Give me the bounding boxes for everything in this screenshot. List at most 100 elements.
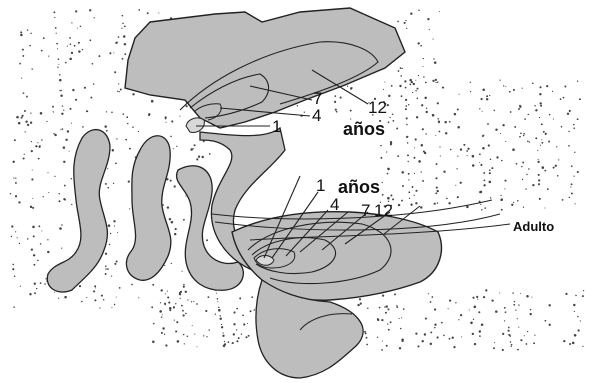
stipple-dot <box>69 37 71 39</box>
stipple-dot <box>382 295 384 297</box>
stipple-dot <box>432 80 434 82</box>
stipple-dot <box>185 195 186 196</box>
stipple-dot <box>105 253 107 255</box>
stipple-dot <box>526 174 527 175</box>
stipple-dot <box>387 104 389 106</box>
stipple-dot <box>60 94 62 96</box>
stipple-dot <box>396 305 397 306</box>
stipple-dot <box>99 307 100 308</box>
stipple-dot <box>505 86 506 87</box>
stipple-dot <box>528 168 530 170</box>
stipple-dot <box>32 207 34 209</box>
stipple-dot <box>454 113 457 116</box>
stipple-dot <box>127 123 128 124</box>
stipple-dot <box>489 95 490 96</box>
stipple-dot <box>479 330 481 332</box>
stipple-dot <box>29 293 31 295</box>
stipple-dot <box>109 244 110 245</box>
stipple-dot <box>414 147 415 148</box>
stipple-dot <box>147 12 149 14</box>
stipple-dot <box>571 165 573 167</box>
stipple-dot <box>165 122 166 123</box>
stipple-dot <box>407 142 408 143</box>
label-adulto: Adulto <box>513 219 554 234</box>
stipple-dot <box>575 203 576 204</box>
stipple-dot <box>494 110 496 112</box>
stipple-dot <box>241 334 242 335</box>
stipple-dot <box>179 116 180 117</box>
stipple-dot <box>175 228 177 230</box>
stipple-dot <box>410 13 412 15</box>
stipple-dot <box>10 193 12 195</box>
stipple-dot <box>562 199 564 201</box>
stipple-dot <box>434 308 436 310</box>
stipple-dot <box>183 219 185 221</box>
stipple-dot <box>386 151 387 152</box>
stipple-dot <box>187 336 189 338</box>
stipple-dot <box>54 292 55 293</box>
stipple-dot <box>565 293 567 295</box>
label-bottom-1: 1 <box>316 176 325 195</box>
stipple-dot <box>425 318 427 320</box>
stipple-dot <box>483 134 484 135</box>
stipple-dot <box>386 345 388 347</box>
stipple-dot <box>222 332 223 333</box>
stipple-dot <box>11 236 12 237</box>
stipple-dot <box>176 146 177 147</box>
stipple-dot <box>408 191 410 193</box>
stipple-dot <box>340 97 342 99</box>
stipple-dot <box>575 295 577 297</box>
stipple-dot <box>107 187 109 189</box>
stipple-dot <box>436 187 438 189</box>
stipple-dot <box>537 150 538 151</box>
stipple-dot <box>238 337 240 339</box>
stipple-dot <box>19 243 20 244</box>
stipple-dot <box>381 349 383 351</box>
stipple-dot <box>569 111 570 112</box>
stipple-dot <box>196 303 198 305</box>
stipple-dot <box>233 323 235 325</box>
stipple-dot <box>444 121 446 123</box>
stipple-dot <box>219 315 220 316</box>
stipple-dot <box>61 224 63 226</box>
stipple-dot <box>425 82 427 84</box>
stipple-dot <box>499 292 500 293</box>
stipple-dot <box>122 23 124 25</box>
stipple-dot <box>243 323 245 325</box>
stipple-dot <box>30 113 31 114</box>
stipple-dot <box>30 206 32 208</box>
stipple-dot <box>54 17 55 18</box>
stipple-dot <box>367 308 369 310</box>
stipple-dot <box>517 318 518 319</box>
stipple-dot <box>417 42 419 44</box>
stipple-dot <box>181 271 182 272</box>
stipple-dot <box>80 25 82 27</box>
stipple-dot <box>522 179 523 180</box>
stipple-dot <box>526 295 529 298</box>
stipple-dot <box>483 172 485 174</box>
stipple-dot <box>209 153 211 155</box>
stipple-dot <box>539 102 541 104</box>
stipple-dot <box>411 81 413 83</box>
stipple-dot <box>20 34 23 37</box>
stipple-dot <box>431 296 433 298</box>
stipple-dot <box>32 198 33 199</box>
stipple-dot <box>534 105 536 107</box>
stipple-dot <box>41 230 42 231</box>
stipple-dot <box>206 239 208 241</box>
stipple-dot <box>439 11 440 12</box>
stipple-dot <box>384 81 385 82</box>
stipple-dot <box>113 220 115 222</box>
stipple-dot <box>107 268 109 270</box>
stipple-dot <box>171 120 173 122</box>
stipple-dot <box>532 82 534 84</box>
stipple-dot <box>416 116 418 118</box>
stipple-dot <box>190 148 193 151</box>
stipple-dot <box>539 198 541 200</box>
stipple-dot <box>460 148 462 150</box>
stipple-dot <box>55 27 57 29</box>
stipple-dot <box>334 95 336 97</box>
stipple-dot <box>573 127 575 129</box>
stipple-dot <box>406 28 407 29</box>
stipple-dot <box>161 332 163 334</box>
